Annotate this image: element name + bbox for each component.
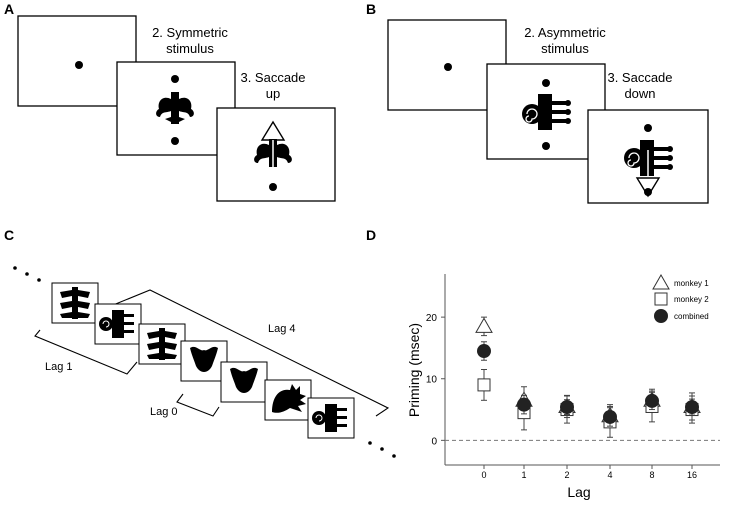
point-square — [477, 378, 491, 392]
series-monkey-1 — [475, 316, 701, 428]
lag-4-label: Lag 4 — [268, 323, 296, 335]
y-tick-label: 10 — [426, 375, 438, 386]
legend-marker-circle — [654, 309, 668, 323]
point-triangle — [475, 317, 493, 333]
panel-b-frame-saccade-down — [587, 109, 709, 204]
panel-b-frame-asymmetric-stimulus — [486, 63, 606, 160]
sequence-trailing-dots — [368, 441, 396, 458]
panel-d-letter: D — [366, 227, 376, 243]
sequence-frame-4 — [180, 340, 228, 382]
x-tick-label: 2 — [564, 470, 569, 480]
sequence-frame-5 — [220, 361, 268, 403]
x-axis-label: Lag — [567, 484, 590, 500]
x-tick-label: 4 — [607, 470, 612, 480]
panel-b-frame-fixation — [387, 19, 507, 111]
symmetric-stimulus-shape — [156, 92, 194, 124]
panel-b-step3-line2: down — [624, 86, 655, 101]
point-circle — [477, 344, 491, 359]
y-tick-label: 20 — [426, 313, 438, 324]
sequence-frame-1 — [51, 282, 99, 324]
chart-legend: monkey 1 monkey 2 combined — [652, 273, 709, 323]
legend-label: combined — [674, 312, 709, 321]
point-circle — [517, 397, 531, 412]
panel-b-step2-line1: 2. Asymmetric — [524, 25, 606, 40]
y-axis-label: Priming (msec) — [406, 323, 422, 417]
sequence-leading-dots — [13, 266, 41, 282]
x-tick-label: 0 — [481, 470, 486, 480]
panel-a-frame-saccade-up — [216, 107, 336, 202]
legend-label: monkey 2 — [674, 295, 709, 304]
point-circle — [645, 393, 659, 408]
panel-c-letter: C — [4, 227, 14, 243]
lag-1-label: Lag 1 — [45, 361, 73, 373]
y-tick-label: 0 — [431, 436, 437, 447]
panel-a-frame-symmetric-stimulus — [116, 61, 236, 156]
panel-a-step3-line2: up — [266, 86, 280, 101]
x-tick-label: 8 — [649, 470, 654, 480]
sequence-frame-6 — [264, 379, 312, 421]
sequence-frame-3 — [138, 323, 186, 365]
panel-a-step2-line2: stimulus — [166, 41, 214, 56]
lag-0-label: Lag 0 — [150, 406, 178, 418]
series-combined — [477, 341, 699, 427]
saccade-down-arrow — [635, 177, 661, 198]
panel-a-letter: A — [4, 1, 14, 17]
priming-chart: 0 10 20 0 1 2 4 8 16 Lag Priming (msec) monkey … — [406, 273, 720, 500]
legend-label: monkey 1 — [674, 279, 709, 288]
legend-marker-triangle — [652, 273, 670, 290]
series-monkey-2 — [477, 369, 699, 438]
point-circle — [560, 400, 574, 415]
lag-brackets — [34, 289, 390, 417]
legend-marker-square — [654, 292, 668, 306]
panel-a-step2-line1: 2. Symmetric — [152, 25, 228, 40]
asymmetric-stimulus-shape — [522, 94, 571, 130]
stimulus-sequence — [51, 282, 355, 439]
panel-b-step2-line2: stimulus — [541, 41, 589, 56]
panel-a-step3-line1: 3. Saccade — [240, 70, 305, 85]
x-tick-label: 1 — [521, 470, 526, 480]
panel-a-frame-fixation — [17, 15, 137, 107]
x-tick-label: 16 — [687, 470, 697, 480]
sequence-frame-2 — [94, 303, 142, 345]
point-circle — [603, 409, 617, 424]
panel-b-letter: B — [366, 1, 376, 17]
sequence-frame-7 — [307, 397, 355, 439]
panel-b-step3-line1: 3. Saccade — [607, 70, 672, 85]
point-circle — [685, 400, 699, 415]
